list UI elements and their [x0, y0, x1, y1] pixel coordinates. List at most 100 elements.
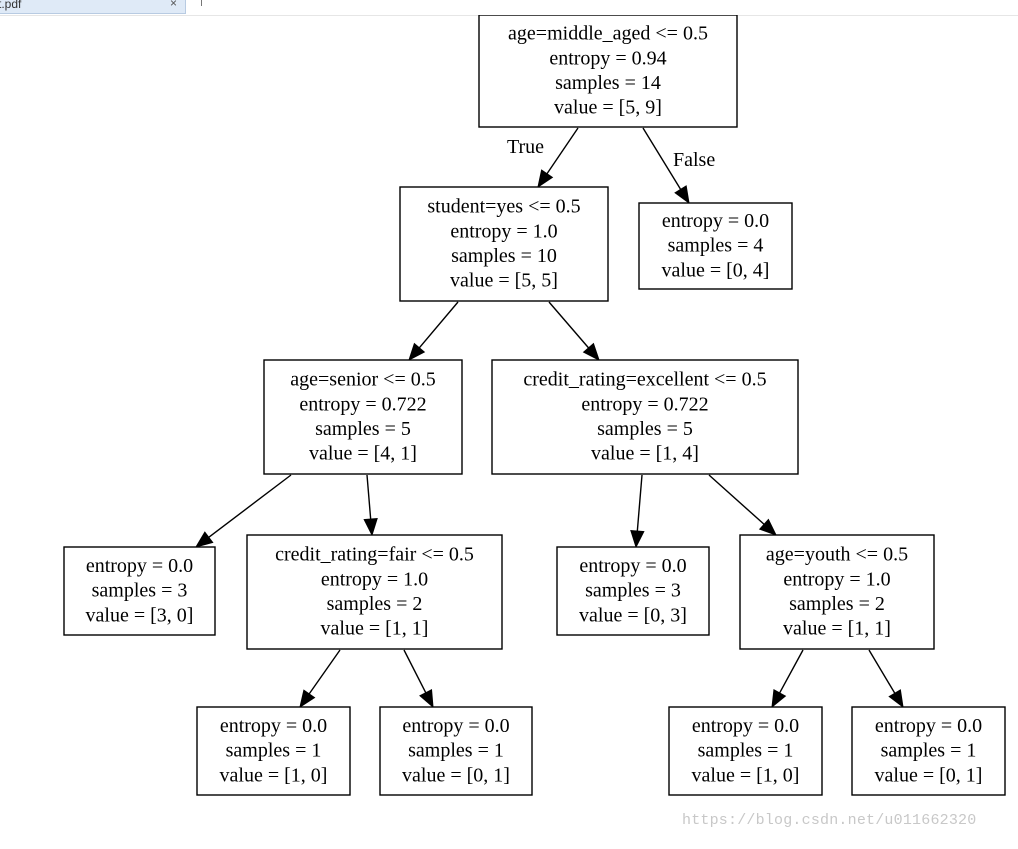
node-text-line: age=senior <= 0.5 [290, 369, 435, 391]
node-text-line: entropy = 0.0 [220, 715, 327, 737]
node-text-line: value = [1, 1] [321, 618, 429, 640]
tree-edge [363, 474, 378, 537]
arrowhead-icon [771, 689, 787, 709]
edge-line [868, 649, 896, 694]
node-box [196, 706, 351, 796]
node-box [668, 706, 823, 796]
node-text-line: samples = 3 [92, 580, 188, 602]
arrowhead-icon [758, 518, 777, 536]
edge-line [418, 301, 459, 349]
tab-separator [201, 0, 202, 6]
node-text-line: samples = 1 [226, 740, 322, 762]
watermark-url: https://blog.csdn.net/u011662320 [682, 812, 977, 829]
node-text-line: samples = 5 [315, 418, 411, 440]
node-text-line: age=youth <= 0.5 [766, 544, 908, 566]
document-tab[interactable]: t.pdf × [0, 0, 186, 14]
arrowhead-icon [582, 342, 600, 362]
tree-edge [548, 301, 600, 362]
node-text-line: value = [1, 1] [783, 618, 891, 640]
arrowhead-icon [408, 342, 426, 362]
close-icon[interactable]: × [170, 0, 178, 10]
node-box [246, 534, 503, 650]
tree-edge [403, 649, 434, 709]
node-text-line: value = [5, 5] [450, 270, 558, 292]
tree-edge: True [507, 127, 579, 189]
arrowhead-icon [419, 689, 434, 709]
node-text-line: samples = 2 [789, 593, 885, 615]
node-box [739, 534, 935, 650]
node-text-line: value = [1, 0] [220, 764, 328, 786]
node-text-line: entropy = 0.0 [86, 555, 193, 577]
node-text-line: entropy = 1.0 [450, 220, 557, 242]
node-text-line: value = [1, 0] [692, 764, 800, 786]
node-text-line: samples = 14 [555, 72, 661, 94]
node-text-line: entropy = 0.0 [402, 715, 509, 737]
node-text-line: value = [3, 0] [86, 604, 194, 626]
edge-label-false: False [673, 149, 715, 171]
tree-edge [408, 301, 459, 362]
tree-edge [194, 474, 292, 548]
node-box [851, 706, 1006, 796]
node-text-line: age=middle_aged <= 0.5 [508, 23, 708, 45]
tree-edge [868, 649, 904, 709]
node-text-line: samples = 3 [585, 580, 681, 602]
node-text-line: entropy = 0.0 [662, 210, 769, 232]
edge-line [642, 127, 682, 190]
tree-edge [299, 649, 341, 709]
edge-line [548, 301, 590, 349]
node-text-line: entropy = 0.722 [299, 393, 426, 415]
node-text-line: value = [0, 3] [579, 604, 687, 626]
edge-label-true: True [507, 136, 544, 158]
node-box [638, 202, 793, 290]
node-text-line: student=yes <= 0.5 [427, 196, 580, 218]
node-text-line: entropy = 0.0 [692, 715, 799, 737]
node-text-line: entropy = 0.722 [581, 393, 708, 415]
node-text-line: samples = 4 [668, 235, 764, 257]
node-box [478, 14, 738, 128]
arrowhead-icon [363, 517, 378, 537]
node-text-line: value = [1, 4] [591, 443, 699, 465]
edge-line [546, 127, 579, 175]
edge-line [308, 649, 341, 695]
edge-line [208, 474, 292, 538]
node-box [379, 706, 533, 796]
arrowhead-icon [888, 689, 904, 709]
edge-line [366, 474, 372, 520]
node-text-line: samples = 10 [451, 245, 557, 267]
node-box [491, 359, 799, 475]
node-text-line: entropy = 0.0 [579, 555, 686, 577]
node-text-line: samples = 5 [597, 418, 693, 440]
node-box [263, 359, 463, 475]
edge-line [636, 474, 643, 532]
arrowhead-icon [630, 529, 645, 549]
node-box [63, 546, 216, 636]
tree-edge [630, 474, 645, 549]
node-text-line: credit_rating=excellent <= 0.5 [523, 369, 766, 391]
node-text-line: samples = 1 [881, 740, 977, 762]
node-text-line: samples = 1 [408, 740, 504, 762]
arrowhead-icon [537, 169, 554, 189]
tab-title: t.pdf [0, 0, 22, 11]
node-text-line: samples = 2 [327, 593, 423, 615]
node-text-line: samples = 1 [698, 740, 794, 762]
tree-edge: False [642, 127, 715, 205]
edge-line [403, 649, 427, 694]
node-text-line: entropy = 1.0 [321, 568, 428, 590]
node-text-line: value = [5, 9] [554, 97, 662, 119]
node-box [556, 546, 710, 636]
node-text-line: credit_rating=fair <= 0.5 [275, 544, 474, 566]
tree-edge [708, 474, 777, 536]
